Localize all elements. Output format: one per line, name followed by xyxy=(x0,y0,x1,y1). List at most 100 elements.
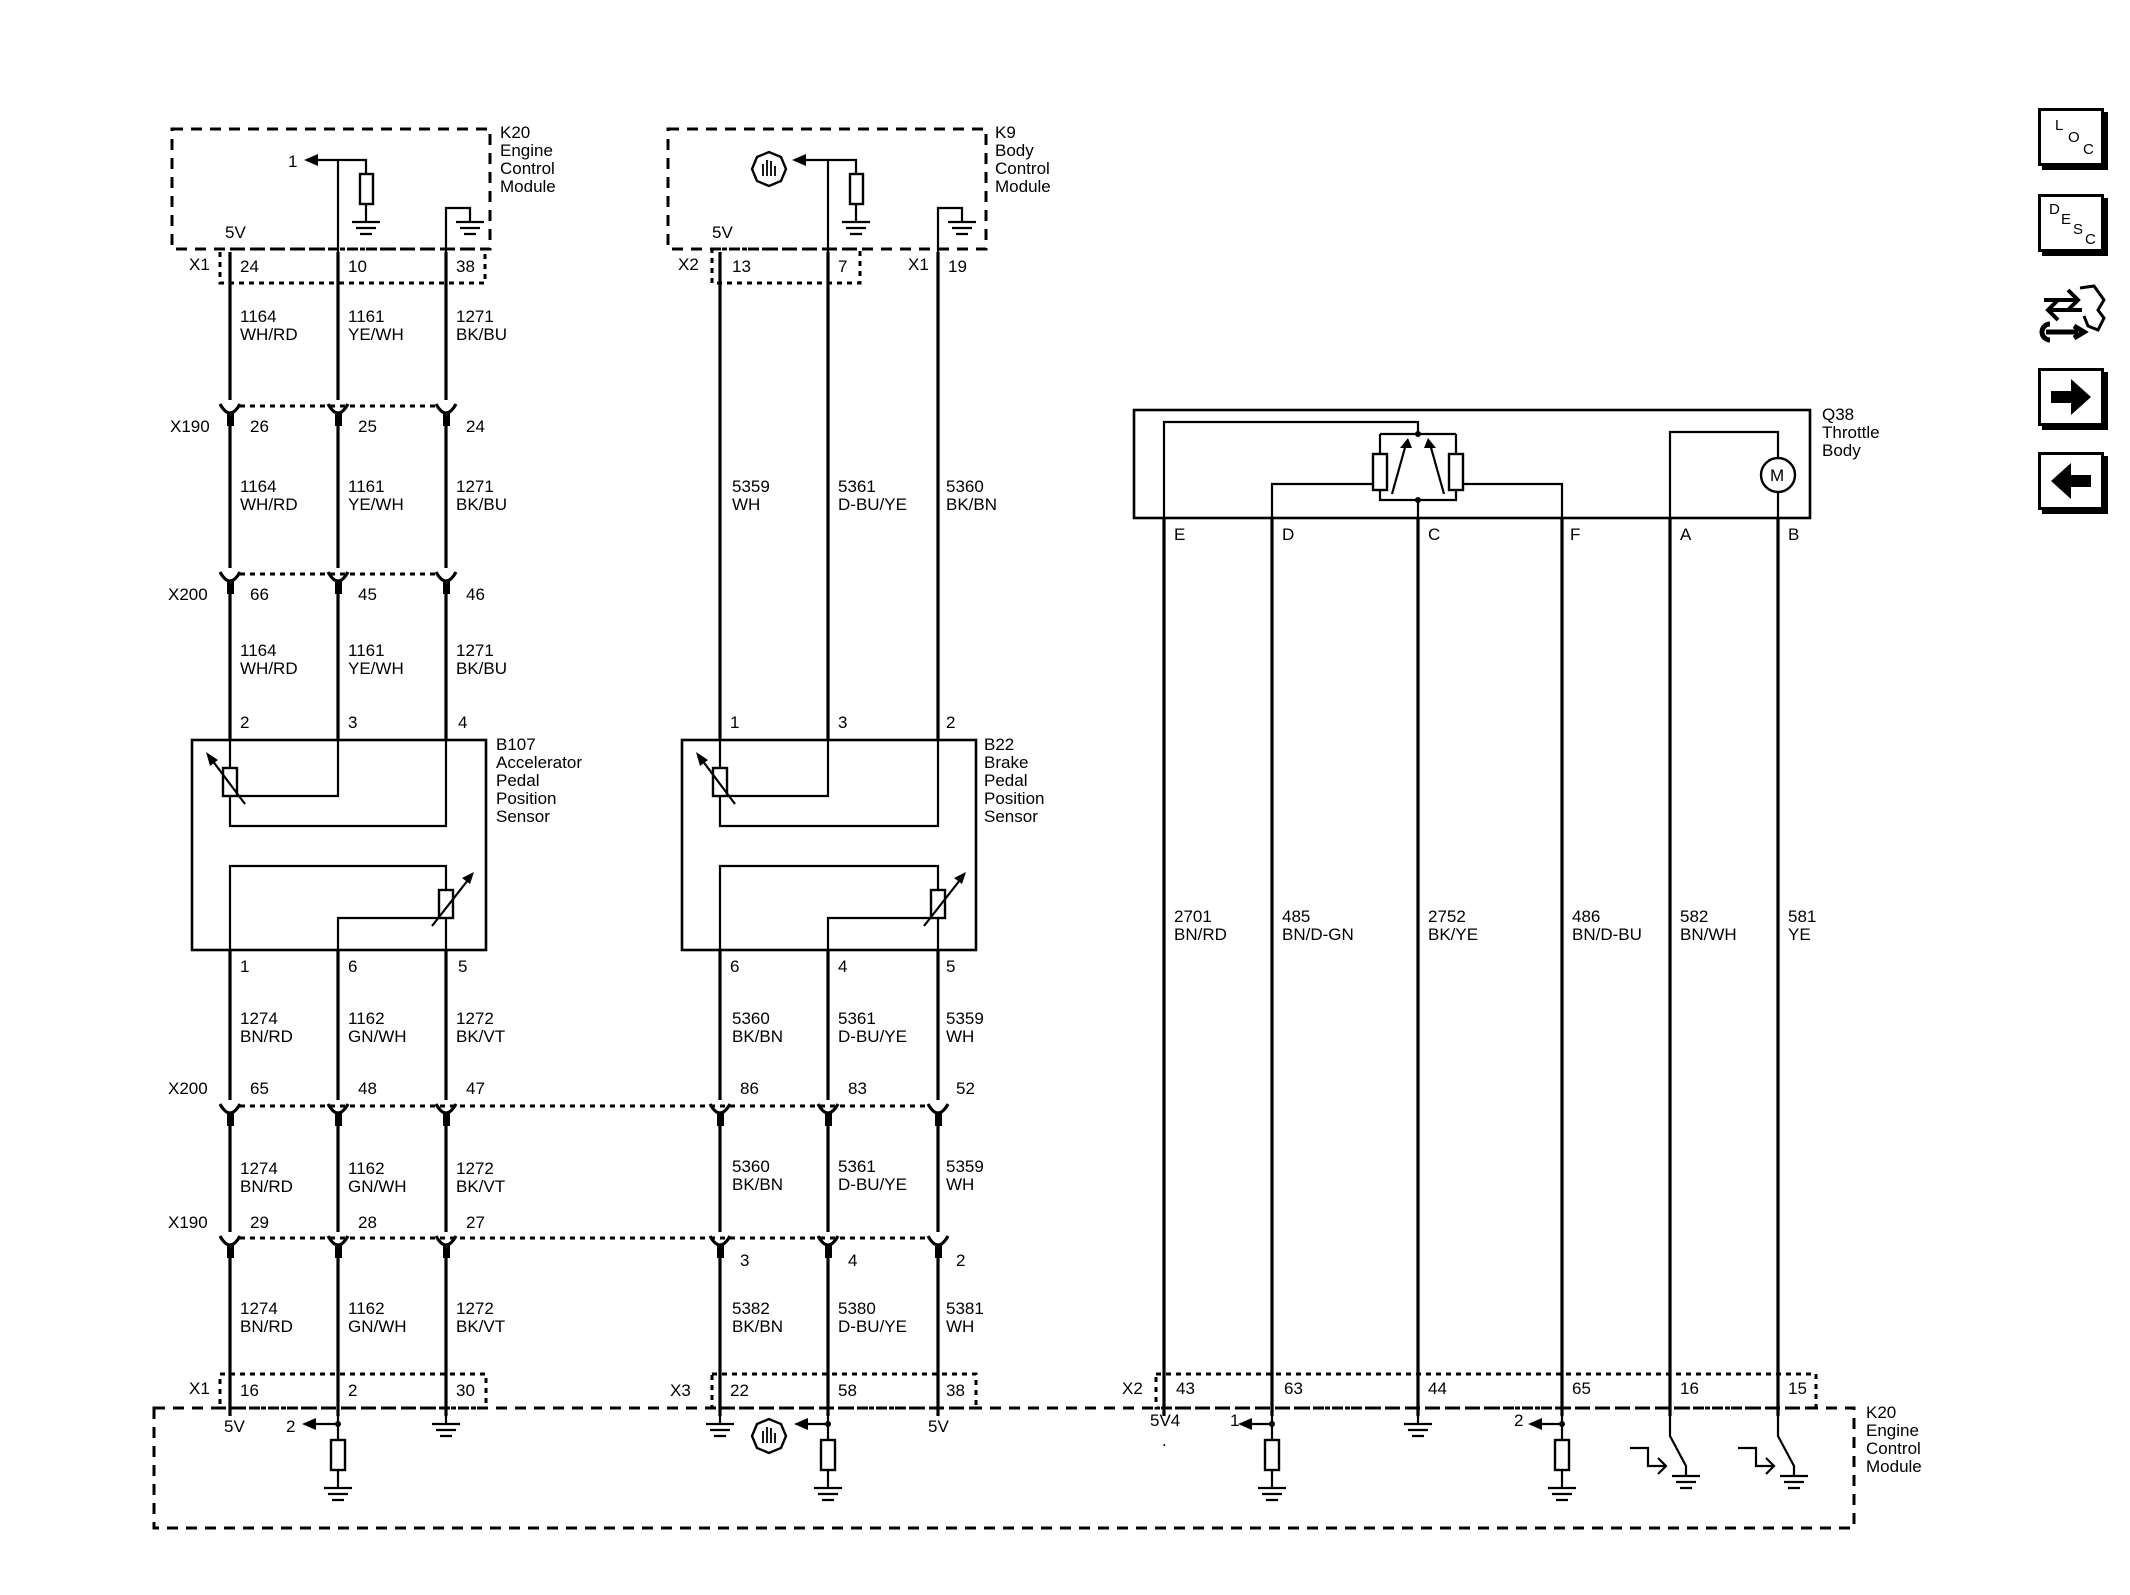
diagram-label: Pedal xyxy=(984,771,1027,790)
diagram-label: 2701 xyxy=(1174,907,1212,926)
diagram-label: 485 xyxy=(1282,907,1310,926)
diagram-label: Module xyxy=(1866,1457,1922,1476)
diagram-label: Accelerator xyxy=(496,753,582,772)
diagram-label: 1272 xyxy=(456,1299,494,1318)
diagram-label: 6 xyxy=(730,957,739,976)
diagram-label: Body xyxy=(995,141,1034,160)
diagram-label: D-BU/YE xyxy=(838,495,907,514)
diagram-label: A xyxy=(1680,525,1692,544)
diagram-label: Body xyxy=(1822,441,1861,460)
diagram-label: 83 xyxy=(848,1079,867,1098)
previous-page-button[interactable] xyxy=(2038,452,2104,510)
desc-letter-e: E xyxy=(2061,211,2072,228)
diagram-label: 65 xyxy=(1572,1379,1591,1398)
diagram-label: 3 xyxy=(740,1251,749,1270)
diagram-label: 5359 xyxy=(732,477,770,496)
diagram-label: 5382 xyxy=(732,1299,770,1318)
diagram-label: 1271 xyxy=(456,641,494,660)
diagnostic-tools-button[interactable] xyxy=(2038,280,2108,346)
diagram-label: BK/BN xyxy=(946,495,997,514)
diagram-label: 5380 xyxy=(838,1299,876,1318)
diagram-label: 1271 xyxy=(456,477,494,496)
diagram-label: 16 xyxy=(1680,1379,1699,1398)
diagram-label: 3 xyxy=(348,713,357,732)
arrow-right-icon xyxy=(2051,379,2091,415)
diagram-label: 2 xyxy=(286,1417,295,1436)
diagram-label: BK/YE xyxy=(1428,925,1478,944)
diagram-label: 45 xyxy=(358,585,377,604)
diagram-label: 47 xyxy=(466,1079,485,1098)
diagram-label: BN/RD xyxy=(240,1317,293,1336)
diagram-label: Engine xyxy=(500,141,553,160)
diagram-label: BN/RD xyxy=(1174,925,1227,944)
diagram-label: WH/RD xyxy=(240,495,298,514)
diagram-label: 5360 xyxy=(732,1157,770,1176)
diagram-label: 5360 xyxy=(732,1009,770,1028)
diagram-label: 5 xyxy=(458,957,467,976)
diagram-label: 1164 xyxy=(240,307,277,326)
next-page-button[interactable] xyxy=(2038,368,2104,426)
diagram-label: D xyxy=(1282,525,1294,544)
diagram-label: YE/WH xyxy=(348,325,404,344)
description-button[interactable]: D E S C xyxy=(2038,194,2104,252)
diagram-label: 22 xyxy=(730,1381,749,1400)
diagram-label: Sensor xyxy=(984,807,1038,826)
diagram-label: 48 xyxy=(358,1079,377,1098)
diagram-label: 1164 xyxy=(240,477,277,496)
diagram-label: 486 xyxy=(1572,907,1600,926)
desc-letter-s: S xyxy=(2073,221,2084,238)
desc-letter-c: C xyxy=(2085,231,2096,248)
diagram-label: BK/BN xyxy=(732,1027,783,1046)
diagram-label: 16 xyxy=(240,1381,259,1400)
lower-wires: X200 65 48 47 86 83 52 X190 29 28 27 3 4… xyxy=(168,950,984,1416)
diagram-label: WH xyxy=(732,495,760,514)
diagram-label: 43 xyxy=(1176,1379,1195,1398)
diagram-label: BN/D-BU xyxy=(1572,925,1642,944)
diagram-label: 58 xyxy=(838,1381,857,1400)
diagram-label: Module xyxy=(995,177,1051,196)
diagram-label: Brake xyxy=(984,753,1028,772)
diagram-label: E xyxy=(1174,525,1185,544)
diagram-label: 24 xyxy=(466,417,485,436)
diagram-label: 63 xyxy=(1284,1379,1303,1398)
k9-top-module: K9 Body Control Module 5V X2 13 7 X1 19 xyxy=(666,123,1051,285)
wrench-car-icon xyxy=(2039,284,2106,343)
loc-letter-o: O xyxy=(2068,129,2080,146)
diagram-label: 24 xyxy=(240,257,259,276)
loc-letter-l: L xyxy=(2055,117,2064,134)
diagram-label: X2 xyxy=(1122,1379,1143,1398)
diagram-label: 1 xyxy=(1230,1411,1239,1430)
diagram-label: BN/D-GN xyxy=(1282,925,1354,944)
diagram-label: BK/BN xyxy=(732,1175,783,1194)
diagram-label: 10 xyxy=(348,257,367,276)
diagram-label: WH/RD xyxy=(240,325,298,344)
location-button[interactable]: L O C xyxy=(2038,108,2104,166)
diagram-label: 1274 xyxy=(240,1159,278,1178)
diagram-label: 4 xyxy=(838,957,847,976)
diagram-label: 1274 xyxy=(240,1299,278,1318)
diagram-label: BN/RD xyxy=(240,1027,293,1046)
diagram-label: 2 xyxy=(956,1251,965,1270)
diagram-label: F xyxy=(1570,525,1580,544)
diagram-label: YE/WH xyxy=(348,495,404,514)
diagram-label: BK/BU xyxy=(456,325,507,344)
diagram-label: Control xyxy=(1866,1439,1921,1458)
diagram-label: 19 xyxy=(948,257,967,276)
diagram-label: GN/WH xyxy=(348,1177,407,1196)
diagram-label: 5V xyxy=(928,1417,949,1436)
diagram-label: 5361 xyxy=(838,1009,876,1028)
diagram-label: 7 xyxy=(838,257,847,276)
diagram-label: 5360 xyxy=(946,477,984,496)
diagram-label: 582 xyxy=(1680,907,1708,926)
diagram-label: 5381 xyxy=(946,1299,984,1318)
diagram-label: 5 xyxy=(946,957,955,976)
hand-input-icon xyxy=(750,150,788,188)
b107-sensor: B107 Accelerator Pedal Position Sensor 2… xyxy=(190,713,582,976)
diagram-label: 2 xyxy=(946,713,955,732)
diagram-label: 581 xyxy=(1788,907,1816,926)
diagram-label: 1274 xyxy=(240,1009,278,1028)
diagram-label: D-BU/YE xyxy=(838,1175,907,1194)
diagram-label: 5361 xyxy=(838,1157,876,1176)
